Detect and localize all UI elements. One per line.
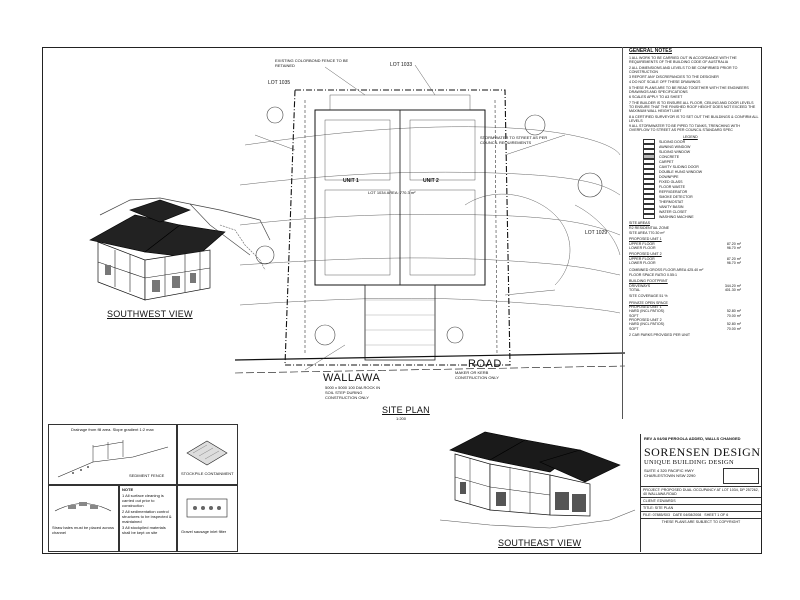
lot-center-label: LOT 1034 AREA: 770.3 m²	[368, 190, 416, 195]
title-block: REV A 04/08 PERGOLA ADDED, WALLS CHANGED…	[640, 434, 761, 552]
drawing-sheet	[42, 47, 762, 554]
title-row: TITLE: SITE PLAN	[641, 504, 761, 511]
area-row: HARD (INCL PATIOS)52.80 m²	[629, 322, 741, 327]
legend-item: CAVITY SLIDING DOOR	[643, 164, 761, 170]
legend-title: LEGEND	[683, 134, 698, 139]
zoning-text: R2 RESIDENTIAL ZONE	[629, 225, 670, 230]
stockpile-detail: STOCKPILE CONTAINMENT	[176, 424, 238, 486]
legend-item: FLOOR WASTE	[643, 184, 761, 190]
stockpile-label: STOCKPILE CONTAINMENT	[181, 471, 234, 476]
general-note: 3 REPORT ANY DISCREPANCIES TO THE DESIGN…	[629, 75, 719, 80]
lot-right-label: LOT 1029	[585, 230, 608, 236]
unit1-area-head: PROPOSED UNIT 1	[629, 237, 662, 242]
site-plan-drawing	[235, 64, 625, 374]
lot-top-label: LOT 1033	[390, 62, 413, 68]
company-tagline: UNIQUE BUILDING DESIGN	[644, 459, 735, 466]
title-block-fields: PROJECT: PROPOSED DUAL OCCUPANCY AT LOT …	[641, 486, 761, 525]
southeast-view-drawing	[439, 431, 636, 529]
southwest-view-label: SOUTHWEST VIEW	[107, 309, 193, 319]
open-space-head: PRIVATE OPEN SPACE	[629, 300, 668, 305]
detail-note: 1 All surface cleaning is carried out pr…	[122, 493, 164, 508]
detail-note: 2 All sedimentation control structures t…	[122, 509, 172, 524]
coverage-text: SITE COVERAGE 51 %	[629, 294, 668, 299]
general-note: 2 ALL DIMENSIONS AND LEVELS TO BE CONFIR…	[629, 65, 738, 74]
sediment-fence-label: SEDIMENT FENCE	[129, 473, 165, 478]
legend-item: AWNING WINDOW	[643, 144, 761, 150]
strawbale-label: Straw bales must be placed across channe…	[52, 525, 115, 535]
sediment-fence-detail: Drainage from fill area. Slope gradient …	[48, 424, 178, 486]
stormwater-note: STORMWATER TO STREET AS PER COUNCIL REQU…	[480, 135, 548, 145]
site-plan-scale: 1:200	[396, 416, 407, 421]
sediment-detail-title: Drainage from fill area. Slope gradient …	[71, 427, 154, 432]
site-area-text: SITE AREA 770.30 m²	[629, 231, 665, 236]
road-name-left: WALLAWA	[323, 372, 381, 384]
copyright-row: THESE PLANS ARE SUBJECT TO COPYRIGHT	[641, 518, 761, 525]
general-note: 8 A CERTIFIED SURVEYOR IS TO SET OUT THE…	[629, 114, 759, 123]
southeast-view-label: SOUTHEAST VIEW	[498, 538, 582, 548]
general-notes-title: GENERAL NOTES	[629, 48, 672, 54]
gravel-filter-detail: Gravel sausage inlet filter	[176, 484, 238, 552]
detail-notes: NOTE 1 All surface cleaning is carried o…	[118, 484, 178, 552]
southwest-view-drawing	[89, 197, 271, 301]
car-parks-text: 2 CAR PARKS PROVIDED PER UNIT	[629, 332, 691, 337]
legend-item: CARPET	[643, 159, 761, 165]
project-row: PROJECT: PROPOSED DUAL OCCUPANCY AT LOT …	[641, 486, 761, 497]
general-note: 6 SCALES APPLY TO A3 SHEET	[629, 95, 683, 100]
gravel-filter-label: Gravel sausage inlet filter	[181, 529, 227, 534]
detail-note: 3 All stockpiled materials shall be kept…	[122, 525, 166, 535]
unit2-area-head: PROPOSED UNIT 2	[629, 252, 662, 257]
fence-note: EXISTING COLORBOND FENCE TO BE RETAINED	[275, 58, 349, 68]
legend-item: SLIDING WINDOW	[643, 149, 761, 155]
kerb-note: MAKER OR KERB CONSTRUCTION ONLY	[455, 370, 499, 380]
company-address: SUITE 4 320 PACIFIC HWY CHARLESTOWN NSW …	[644, 468, 696, 478]
unit-1-label: UNIT 1	[343, 178, 359, 184]
lot-left-label: LOT 1035	[268, 80, 291, 86]
general-note: 5 THESE PLANS ARE TO BE READ TOGETHER WI…	[629, 85, 749, 95]
legend-item: DOUBLE HUNG WINDOW	[643, 169, 761, 175]
file-row: FILE: 07885/S03 DATE 04/08/2008 SHEET 1 …	[641, 511, 761, 518]
legend-item: THERMOSTAT	[643, 199, 761, 205]
detail-notes-title: NOTE	[122, 487, 134, 492]
legend-item: SMOKE DETECTOR	[643, 194, 761, 200]
company-name: SORENSEN DESIGN	[644, 445, 761, 459]
fsr-text: FLOOR SPACE RATIO 0.55:1	[629, 272, 677, 277]
general-note: 4 DO NOT SCALE OFF THESE DRAWINGS	[629, 80, 701, 85]
revision-note: REV A 04/08 PERGOLA ADDED, WALLS CHANGED	[644, 436, 741, 441]
association-logo	[723, 468, 759, 484]
client-row: CLIENT: EDWARDS	[641, 497, 761, 504]
area-row: HARD (INCL PATIOS)52.80 m²	[629, 309, 741, 314]
site-areas-title: SITE AREAS	[629, 221, 650, 226]
legend-item: WATER CLOSET	[643, 209, 761, 215]
legend-item: FIXED GLASS	[643, 179, 761, 185]
strawbale-detail: Straw bales must be placed across channe…	[48, 484, 120, 552]
general-note: 9 ALL STORMWATER TO BE PIPED TO TANKS, T…	[629, 124, 740, 133]
general-note: 7 THE BUILDER IS TO ENSURE ALL FLOOR, CE…	[629, 100, 756, 114]
combined-area-text: COMBINED GROSS FLOOR AREA 425.40 m²	[629, 267, 704, 272]
site-plan-label: SITE PLAN	[382, 405, 430, 415]
driveway-note: 5000 x 5000 100 DIA ROCK IN SOIL STEP DU…	[325, 385, 381, 400]
area-row: PROPOSED UNIT 2	[629, 317, 662, 322]
legend-item: DOWNPIPE	[643, 174, 761, 180]
footprint-head: BUILDING FOOTPRINT	[629, 279, 668, 284]
legend-item: CONCRETE	[643, 154, 761, 160]
unit-2-label: UNIT 2	[423, 178, 439, 184]
legend-item: SLIDING DOOR	[643, 139, 761, 145]
road-name-right: ROAD	[468, 358, 502, 370]
area-row: PROPOSED UNIT 1	[629, 305, 662, 310]
general-notes-column: GENERAL NOTES 1 ALL WORK TO BE CARRIED O…	[622, 47, 761, 419]
legend-item: VANITY BASIN	[643, 204, 761, 210]
legend-item: WASHING MACHINE	[643, 214, 761, 220]
legend-item: REFRIGERATOR	[643, 189, 761, 195]
general-note: 1 ALL WORK TO BE CARRIED OUT IN ACCORDAN…	[629, 56, 737, 65]
